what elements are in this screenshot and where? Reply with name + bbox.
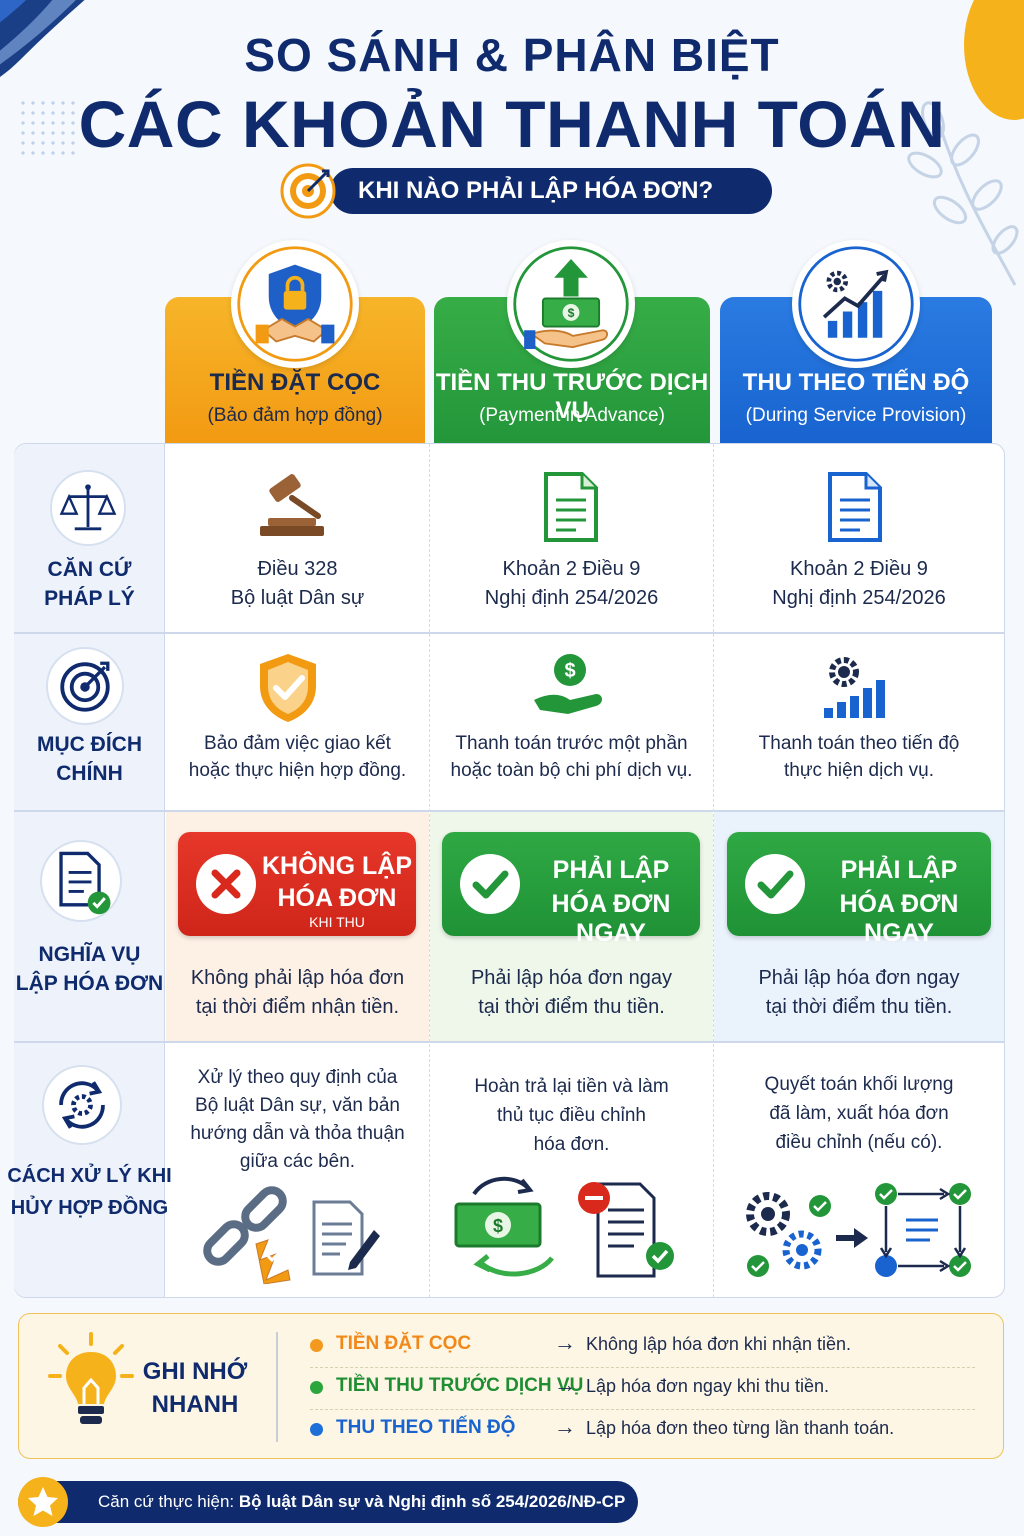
cell-purpose-progress: Thanh toán theo tiến độ thực hiện dịch v… xyxy=(758,733,960,781)
document-green-icon xyxy=(544,472,598,542)
cell-legal-progress: Khoản 2 Điều 9 Nghị định 254/2026 xyxy=(772,558,946,609)
invoice-check-icon xyxy=(40,840,122,922)
remember-item-deposit: TIỀN ĐẶT CỌC → Không lập hóa đơn khi nhậ… xyxy=(310,1325,980,1367)
remember-item-advance: TIỀN THU TRƯỚC DỊCH VỤ → Lập hóa đơn nga… xyxy=(310,1367,980,1409)
cell-legal-advance: Khoản 2 Điều 9 Nghị định 254/2026 xyxy=(484,558,659,609)
check-icon xyxy=(745,854,805,914)
column-title: TIỀN ĐẶT CỌC xyxy=(209,369,381,396)
arrow-right-icon: → xyxy=(554,1414,576,1439)
refresh-gear-icon xyxy=(42,1065,122,1145)
remember-item-progress: THU THEO TIẾN ĐỘ → Lập hóa đơn theo từng… xyxy=(310,1409,980,1451)
corner-wave-decoration xyxy=(0,0,85,78)
svg-text:$: $ xyxy=(564,660,575,682)
row-divider xyxy=(14,632,1005,634)
gavel-icon xyxy=(260,474,324,536)
column-title: TIỀN THU TRƯỚC DỊCH VỤ xyxy=(435,369,709,424)
target-row-icon xyxy=(46,647,124,725)
quick-remember-title: GHI NHỚ NHANH xyxy=(142,1358,248,1418)
cell-cancel-advance: Hoàn trả lại tiền và làm thủ tục điều ch… xyxy=(474,1076,669,1155)
shield-check-icon xyxy=(260,654,316,722)
cell-obligation-progress: Phải lập hóa đơn ngay tại thời điểm thu … xyxy=(758,967,960,1018)
invoice-now-badge-advance: PHẢI LẬP HÓA ĐƠN NGAY xyxy=(442,832,700,947)
no-invoice-badge: KHÔNG LẬP HÓA ĐƠN KHI THU xyxy=(178,832,416,936)
subtitle-pill: KHI NÀO PHẢI LẬP HÓA ĐƠN? xyxy=(330,168,772,214)
check-icon xyxy=(460,854,520,914)
remember-separator xyxy=(310,1367,975,1368)
invoice-now-badge-progress: PHẢI LẬP HÓA ĐƠN NGAY xyxy=(727,832,991,947)
column-subtitle: (Payment in Advance) xyxy=(479,405,665,426)
column-subtitle: (During Service Provision) xyxy=(745,405,967,426)
row-divider xyxy=(14,1041,1005,1043)
shield-lock-handshake-icon xyxy=(231,240,359,368)
column-title: THU THEO TIẾN ĐỘ xyxy=(742,369,970,396)
cell-cancel-deposit: Xử lý theo quy định của Bộ luật Dân sự, … xyxy=(190,1067,405,1172)
column-subtitle: (Bảo đảm hợp đồng) xyxy=(207,405,383,426)
cell-legal-deposit: Điều 328 Bộ luật Dân sự xyxy=(230,558,365,609)
row-label-legal: CĂN CỨ PHÁP LÝ xyxy=(44,558,135,610)
cell-purpose-deposit: Bảo đảm việc giao kết hoặc thực hiện hợp… xyxy=(188,733,407,781)
leaf-branch-decoration xyxy=(907,101,1019,286)
growth-chart-gear-icon xyxy=(792,240,920,368)
document-blue-icon xyxy=(828,472,882,542)
remember-separator xyxy=(310,1409,975,1410)
quick-remember-box xyxy=(18,1313,1004,1459)
cell-purpose-advance: Thanh toán trước một phần hoặc toàn bộ c… xyxy=(450,733,693,781)
remember-divider xyxy=(276,1332,278,1442)
money-hand-arrow-icon: $ xyxy=(507,240,635,368)
green-dot-icon xyxy=(310,1381,323,1394)
star-icon xyxy=(18,1477,68,1527)
footer-legal-basis: Căn cứ thực hiện: Bộ luật Dân sự và Nghị… xyxy=(18,1481,638,1523)
arrow-right-icon: → xyxy=(554,1372,576,1397)
lightbulb-icon xyxy=(48,1332,134,1424)
column-divider xyxy=(713,444,714,1297)
column-divider xyxy=(429,444,430,1297)
cell-obligation-deposit: Không phải lập hóa đơn tại thời điểm nhậ… xyxy=(190,967,405,1018)
row-label-obligation: NGHĨA VỤ LẬP HÓA ĐƠN xyxy=(15,943,164,995)
page-title-line1: SO SÁNH & PHÂN BIỆT xyxy=(244,29,780,81)
blue-dot-icon xyxy=(310,1423,323,1436)
x-icon xyxy=(196,854,256,914)
scales-icon xyxy=(50,470,126,546)
dots-decoration xyxy=(18,98,80,160)
svg-text:$: $ xyxy=(493,1216,503,1236)
cell-obligation-advance: Phải lập hóa đơn ngay tại thời điểm thu … xyxy=(470,967,673,1018)
row-divider xyxy=(14,810,1005,812)
money-hand-icon: $ xyxy=(534,654,602,714)
page-title-line2: CÁC KHOẢN THANH TOÁN xyxy=(78,87,946,161)
gear-bars-icon xyxy=(824,657,885,718)
document-pen-icon xyxy=(312,1200,380,1276)
row-label-cancel: CÁCH XỬ LÝ KHI HỦY HỢP ĐỒNG xyxy=(7,1165,172,1219)
workflow-gears-icon xyxy=(746,1183,971,1277)
arrow-right-icon: → xyxy=(554,1330,576,1355)
row-label-purpose: MỤC ĐÍCH CHÍNH xyxy=(37,733,142,785)
cell-cancel-progress: Quyết toán khối lượng đã làm, xuất hóa đ… xyxy=(764,1074,954,1153)
invoice-adjust-icon xyxy=(578,1182,674,1278)
broken-chain-icon xyxy=(203,1186,291,1284)
svg-text:$: $ xyxy=(568,306,575,320)
refund-money-icon: $ xyxy=(454,1176,554,1277)
target-icon xyxy=(280,163,336,219)
orange-dot-icon xyxy=(310,1339,323,1352)
